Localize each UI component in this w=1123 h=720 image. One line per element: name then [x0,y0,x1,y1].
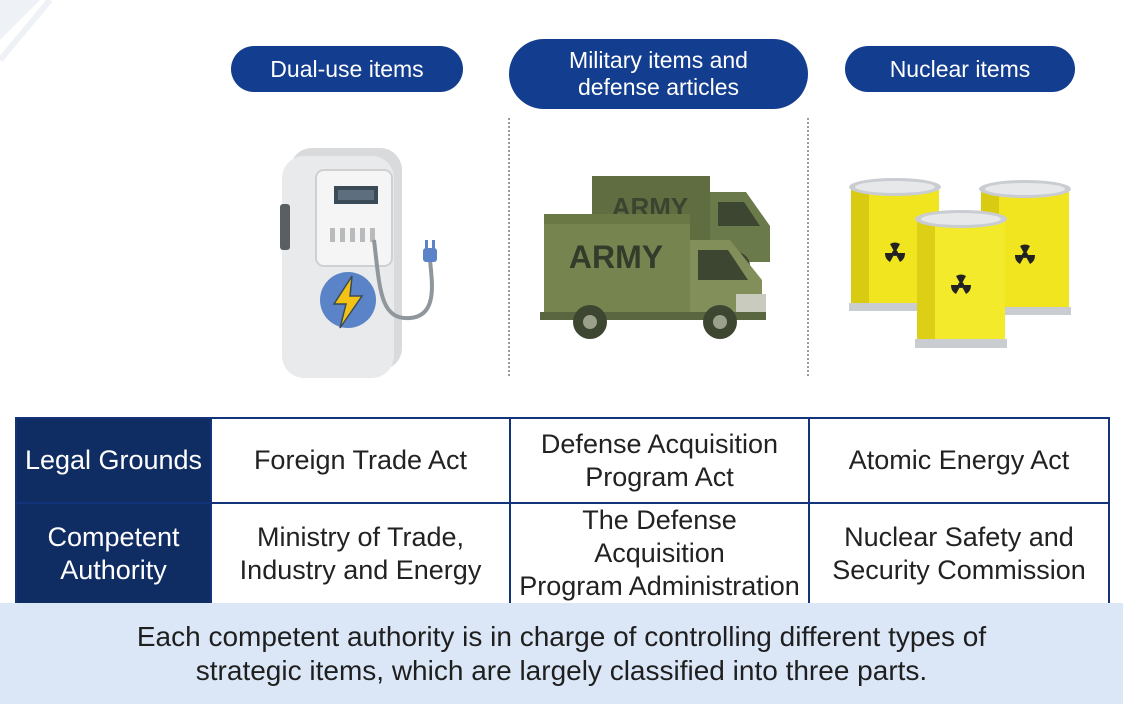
category-nuclear-label: Nuclear items [889,55,1031,82]
cell-authority-dual-use: Ministry of Trade, Industry and Energy [210,502,511,605]
cell-legal-dual-use: Foreign Trade Act [210,417,511,504]
army-truck-front-label: ARMY [569,239,663,275]
row-header-text: Legal Grounds [24,445,203,475]
army-truck-front: ARMY [540,214,766,339]
column-divider-1 [508,118,510,376]
cell-text: Program Administration [519,571,800,601]
category-military-label-line1: Military items and [569,47,748,73]
cell-authority-nuclear: Nuclear Safety and Security Commission [808,502,1110,605]
table-row-competent-authority: Competent Authority Ministry of Trade, I… [15,502,1110,605]
category-nuclear-pill: Nuclear items [845,46,1075,92]
caption-line-1: Each competent authority is in charge of… [136,620,987,652]
category-military-label-line2: defense articles [577,74,740,100]
cell-legal-nuclear: Atomic Energy Act [808,417,1110,504]
classification-table: Legal Grounds Foreign Trade Act Defense … [15,417,1110,605]
decorative-corner-stripe [0,0,53,62]
cell-text: Foreign Trade Act [253,445,468,475]
cell-authority-military: The Defense Acquisition Program Administ… [509,502,810,605]
cell-text: The Defense Acquisition [582,505,737,568]
cell-text: Security Commission [832,554,1086,585]
radioactive-barrel-icon [849,178,1071,348]
cell-text: Program Act [585,461,734,492]
table-row-legal-grounds: Legal Grounds Foreign Trade Act Defense … [15,417,1110,504]
row-header-legal-grounds: Legal Grounds [15,417,212,504]
army-truck-icon: ARMY ARMY [540,176,770,339]
cell-legal-military: Defense Acquisition Program Act [509,417,810,504]
cell-text: Ministry of Trade, [256,521,465,552]
category-dual-use-pill: Dual-use items [231,46,463,92]
lightning-bolt-icon [332,275,364,329]
cell-text: Atomic Energy Act [848,445,1070,475]
column-divider-2 [807,118,809,376]
cell-text: Nuclear Safety and [844,521,1074,552]
caption-box: Each competent authority is in charge of… [0,603,1123,704]
electric-meter-icon [280,148,437,378]
cell-text: Industry and Energy [239,554,482,585]
row-header-text: Authority [60,554,167,585]
barrel-front [915,210,1007,348]
caption-line-2: strategic items, which are largely class… [195,654,928,686]
category-dual-use-label: Dual-use items [270,55,424,82]
category-military-pill: Military items and defense articles [509,39,808,109]
plug-icon [423,240,437,262]
cell-text: Defense Acquisition [540,428,779,459]
row-header-text: Competent [47,521,180,552]
row-header-competent-authority: Competent Authority [15,502,212,605]
